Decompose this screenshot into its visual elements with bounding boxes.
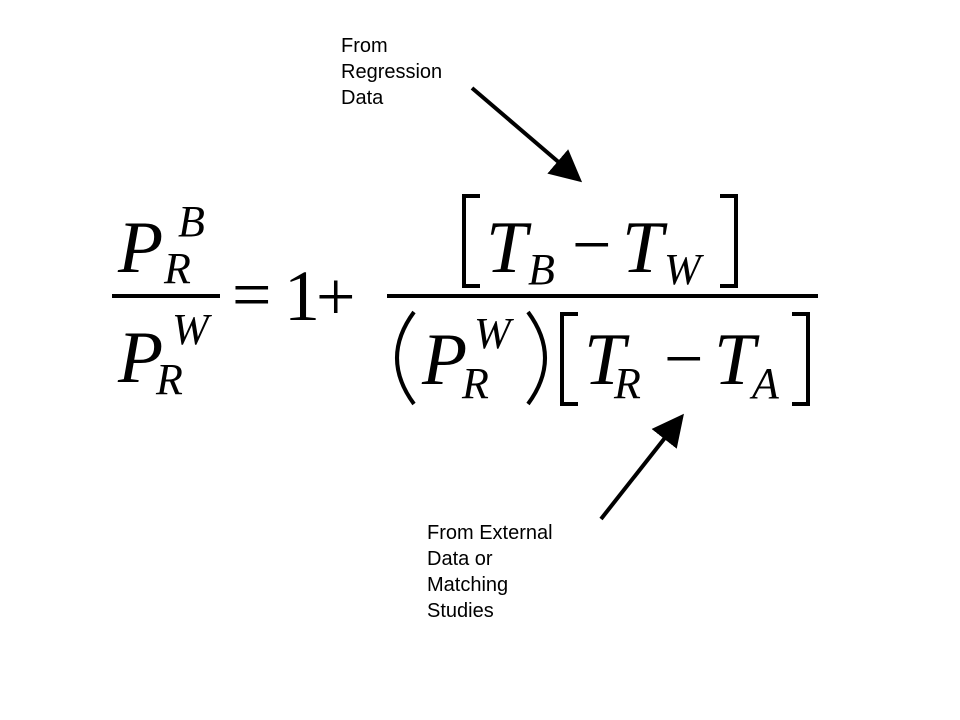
lhs-denominator-subscript: R	[155, 355, 183, 404]
rhs-numerator: T B − T W	[462, 194, 738, 294]
annotation-bottom-line-3: Matching	[427, 574, 509, 596]
denominator-p-subscript: R	[461, 359, 489, 408]
denominator-left-bracket	[560, 312, 578, 406]
numerator-t1-subscript: B	[528, 245, 555, 294]
denominator-t1: T	[584, 319, 630, 401]
numerator-t2: T	[622, 207, 668, 289]
denominator-minus: −	[664, 321, 703, 398]
numerator-right-bracket	[720, 194, 738, 288]
annotation-bottom-line-1: From External	[427, 522, 553, 544]
lhs-denominator-superscript: W	[172, 305, 212, 354]
denominator-right-bracket	[792, 312, 810, 406]
equals-sign: =	[232, 257, 271, 334]
denominator-t2-subscript: A	[749, 359, 780, 408]
number-one: 1	[284, 256, 320, 336]
numerator-minus: −	[572, 207, 611, 284]
lhs-denominator-base: P	[117, 317, 163, 399]
numerator-t2-subscript: W	[664, 245, 704, 294]
annotation-top-line-3: Data	[341, 87, 384, 109]
arrow-to-numerator	[470, 86, 583, 183]
denominator-p-superscript: W	[474, 309, 514, 358]
denominator-p-base: P	[421, 319, 467, 401]
lhs-fraction: P B R P W R	[112, 197, 220, 404]
denominator-right-paren	[526, 310, 547, 406]
denominator-t1-subscript: R	[613, 359, 641, 408]
lhs-numerator-subscript: R	[163, 244, 191, 293]
plus-sign: +	[316, 259, 355, 336]
annotation-top-line-1: From	[341, 35, 388, 57]
annotation-top-line-2: Regression	[341, 61, 443, 83]
annotation-bottom-line-2: Data or	[427, 548, 493, 570]
denominator-left-paren	[395, 310, 416, 406]
arrow-to-denominator-bracket	[599, 413, 684, 521]
lhs-numerator-superscript: B	[178, 197, 205, 246]
annotation-bottom-line-4: Studies	[427, 600, 494, 622]
annotation-from-regression-data: From Regression Data	[341, 33, 442, 111]
numerator-left-bracket	[462, 194, 480, 288]
rhs-denominator: P W R T R − T A	[395, 309, 810, 408]
denominator-t2: T	[714, 319, 760, 401]
numerator-t1: T	[486, 207, 532, 289]
annotation-from-external-data: From External Data or Matching Studies	[427, 520, 553, 624]
lhs-numerator-base: P	[117, 207, 163, 289]
